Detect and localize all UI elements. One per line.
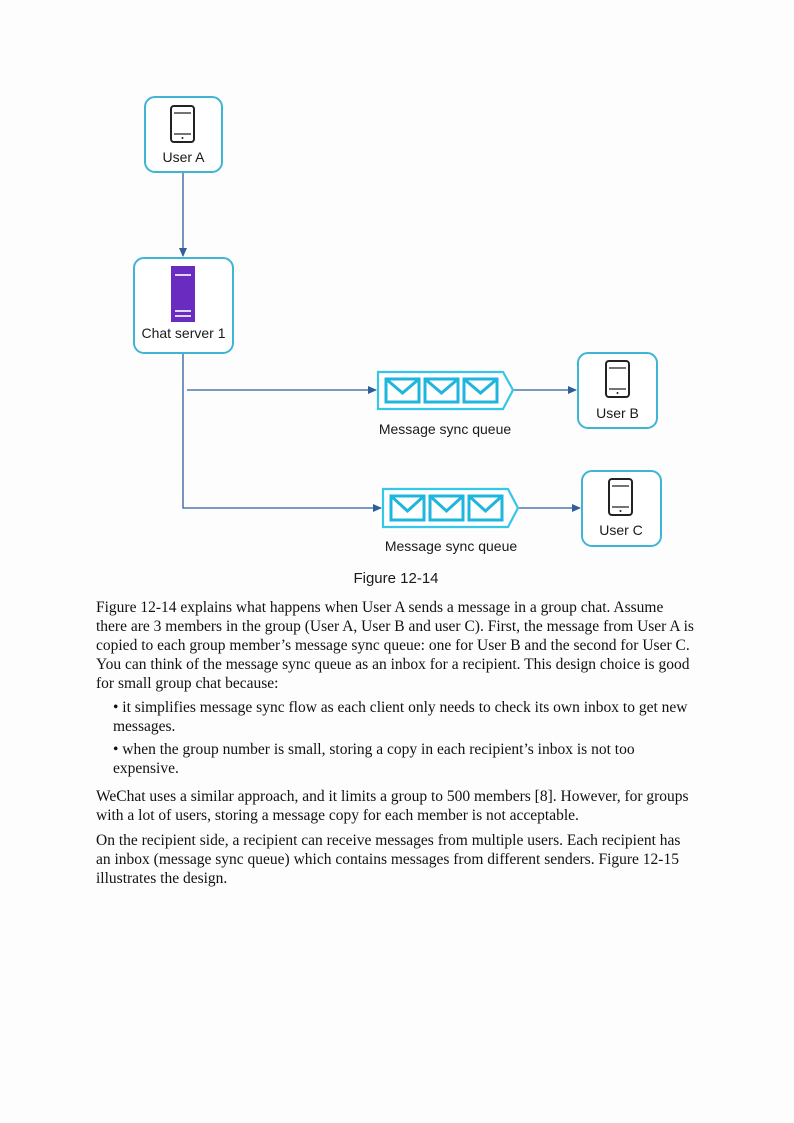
envelope-icon xyxy=(467,494,504,522)
connectors xyxy=(179,172,581,512)
paragraph-recipient-text: On the recipient side, a recipient can r… xyxy=(96,832,681,887)
bullet-item-text: • it simplifies message sync flow as eac… xyxy=(113,699,688,735)
bullet-item: • it simplifies message sync flow as eac… xyxy=(113,698,696,736)
chat-server-node: Chat server 1 xyxy=(133,257,234,354)
envelope-icon xyxy=(384,377,421,404)
bullet-item-text: • when the group number is small, storin… xyxy=(113,741,635,777)
figure-caption: Figure 12-14 xyxy=(353,570,438,587)
user-c-node: User C xyxy=(581,470,662,547)
paragraph-intro: Figure 12-14 explains what happens when … xyxy=(96,598,696,693)
arrow-server-to-queue-c xyxy=(182,354,382,512)
user-b-node: User B xyxy=(577,352,658,429)
user-a-node: User A xyxy=(144,96,223,173)
message-sync-queue-b: Message sync queue xyxy=(376,370,515,437)
queue-b-label: Message sync queue xyxy=(379,421,512,437)
chat-server-label: Chat server 1 xyxy=(141,325,225,341)
paragraph-intro-text: Figure 12-14 explains what happens when … xyxy=(96,599,694,692)
phone-icon xyxy=(170,105,195,143)
user-c-label: User C xyxy=(599,522,643,538)
envelope-icon xyxy=(423,377,460,404)
phone-icon xyxy=(605,360,630,398)
queue-c-label: Message sync queue xyxy=(385,538,518,554)
envelope-icon xyxy=(428,494,465,522)
paragraph-wechat: WeChat uses a similar approach, and it l… xyxy=(96,787,696,825)
user-a-label: User A xyxy=(162,149,205,165)
paragraph-recipient: On the recipient side, a recipient can r… xyxy=(96,831,696,888)
bullet-item: • when the group number is small, storin… xyxy=(113,740,696,778)
envelope-icon xyxy=(462,377,499,404)
message-sync-queue-c: Message sync queue xyxy=(381,487,520,554)
paragraph-wechat-text: WeChat uses a similar approach, and it l… xyxy=(96,788,689,824)
phone-icon xyxy=(608,478,633,516)
server-icon xyxy=(171,266,195,322)
group-chat-diagram: User A Chat server 1 Message sync queue xyxy=(133,96,662,587)
envelope-icon xyxy=(389,494,426,522)
user-b-label: User B xyxy=(596,405,639,421)
